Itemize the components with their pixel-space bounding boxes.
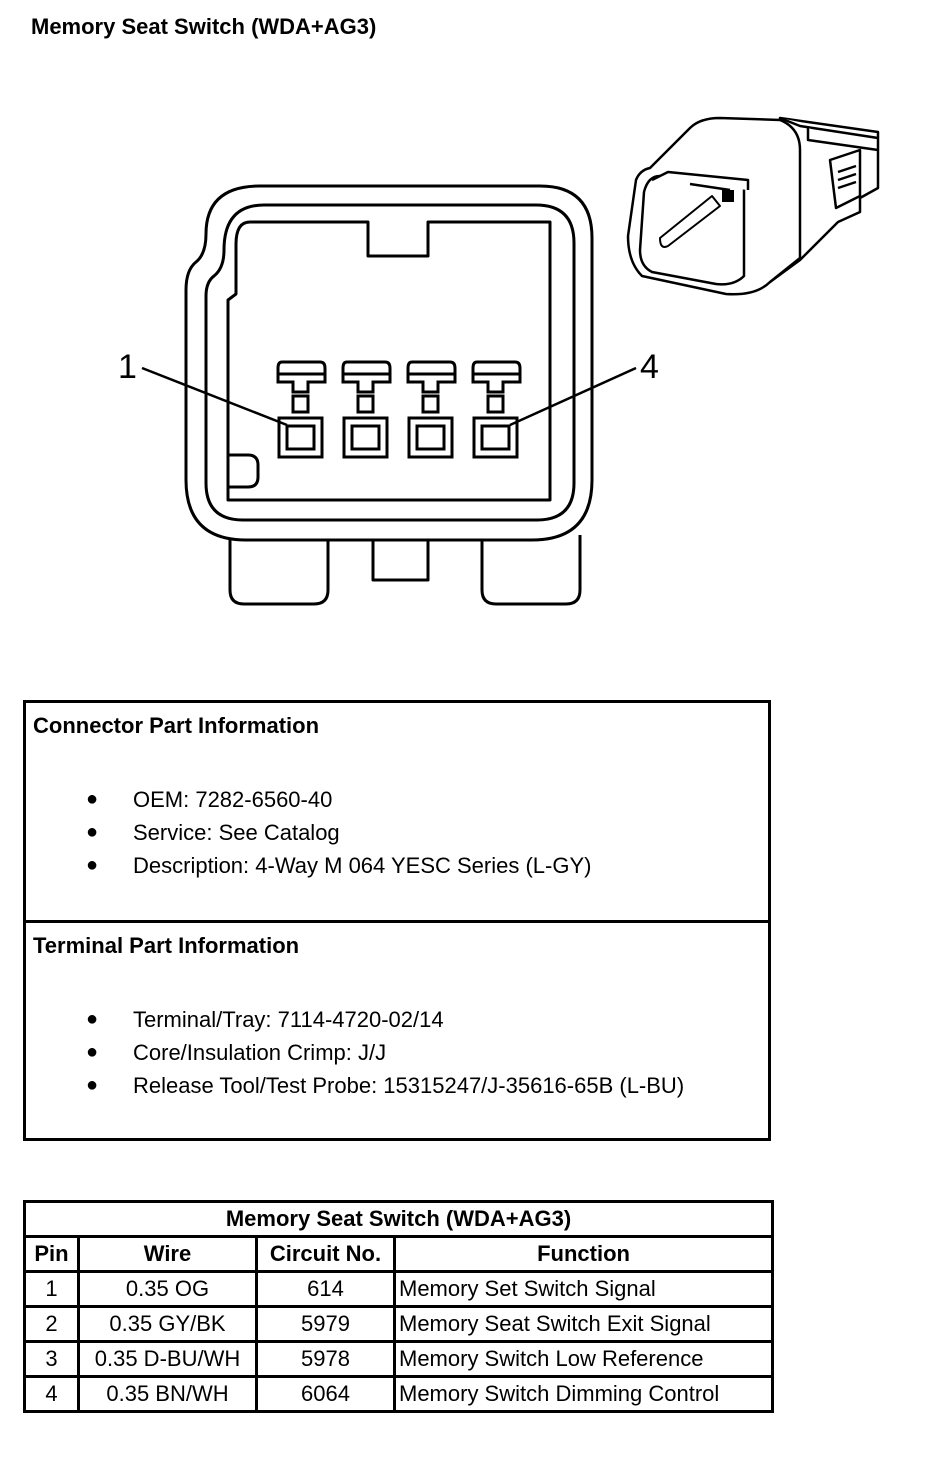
wire-cell: 0.35 GY/BK [77,1305,258,1343]
connector-diagram: 1 4 [118,116,880,606]
bullet-icon: ● [86,1074,99,1096]
wire-cell: 0.35 D-BU/WH [77,1340,258,1378]
terminal-part-information: Terminal Part Information ● Terminal/Tray… [26,923,768,1139]
connector-info-oem: OEM: 7282-6560-40 [133,787,333,812]
bullet-icon: ● [86,821,99,843]
pin-cell: 4 [23,1375,80,1413]
column-header-function: Function [392,1235,775,1273]
circuit-cell: 6064 [255,1375,396,1413]
latch-tab-right [480,535,582,606]
list-item: ● Release Tool/Test Probe: 15315247/J-356… [26,1069,684,1102]
list-item: ● Core/Insulation Crimp: J/J [26,1036,684,1069]
bullet-icon: ● [86,1041,99,1063]
connector-3d-view [626,116,880,296]
pin-label-first: 1 [118,348,137,386]
pin-table: Memory Seat Switch (WDA+AG3) Pin Wire Ci… [22,1200,775,1413]
latch-tab-left [228,535,330,606]
terminal-info-tray: Terminal/Tray: 7114-4720-02/14 [133,1007,444,1032]
column-header-pin: Pin [23,1235,80,1273]
wire-cell: 0.35 BN/WH [77,1375,258,1413]
table-row: 1 0.35 OG 614 Memory Set Switch Signal [23,1270,775,1308]
column-header-circuit: Circuit No. [255,1235,396,1273]
connector-cavity [226,220,552,502]
circuit-cell: 5978 [255,1340,396,1378]
table-row: 3 0.35 D-BU/WH 5978 Memory Switch Low Re… [23,1340,775,1378]
column-header-wire: Wire [77,1235,258,1273]
part-information-box: Connector Part Information ● OEM: 7282-65… [23,700,771,1141]
terminal-info-heading: Terminal Part Information [33,933,300,958]
terminal-3 [406,360,457,459]
connector-info-description: Description: 4-Way M 064 YESC Series (L-… [133,853,592,878]
pin-cell: 2 [23,1305,80,1343]
terminal-info-crimp: Core/Insulation Crimp: J/J [133,1040,387,1065]
pin-label-last: 4 [640,348,659,386]
table-row: 4 0.35 BN/WH 6064 Memory Switch Dimming … [23,1375,775,1413]
connector-info-heading: Connector Part Information [33,713,320,738]
list-item: ● Description: 4-Way M 064 YESC Series (L… [26,849,591,882]
function-cell: Memory Switch Dimming Control [392,1375,775,1413]
connector-info-list: ● OEM: 7282-6560-40 ● Service: See Catalog… [26,783,591,882]
leader-line-pin-1 [141,366,288,427]
pin-cell: 3 [23,1340,80,1378]
function-cell: Memory Set Switch Signal [392,1270,775,1308]
connector-info-service: Service: See Catalog [133,820,340,845]
table-row: 2 0.35 GY/BK 5979 Memory Seat Switch Exi… [23,1305,775,1343]
polarization-notch [228,453,260,489]
terminal-info-release-tool: Release Tool/Test Probe: 15315247/J-3561… [133,1073,685,1098]
list-item: ● Terminal/Tray: 7114-4720-02/14 [26,1003,684,1036]
table-caption: Memory Seat Switch (WDA+AG3) [22,1200,775,1238]
terminal-2 [341,360,392,459]
key-tab-center [371,540,430,582]
circuit-cell: 614 [255,1270,396,1308]
list-item: ● Service: See Catalog [26,816,591,849]
connector-part-information: Connector Part Information ● OEM: 7282-65… [26,703,768,923]
terminal-1 [276,360,327,459]
bullet-icon: ● [86,788,99,810]
terminal-row [276,360,522,459]
bullet-icon: ● [86,1008,99,1030]
wire-cell: 0.35 OG [77,1270,258,1308]
connector-housing-inner [204,203,576,522]
leader-line-pin-4 [509,366,637,427]
bullet-icon: ● [86,854,99,876]
function-cell: Memory Switch Low Reference [392,1340,775,1378]
circuit-cell: 5979 [255,1305,396,1343]
table-caption-row: Memory Seat Switch (WDA+AG3) [22,1200,775,1238]
table-header-row: Pin Wire Circuit No. Function [23,1235,775,1273]
terminal-info-list: ● Terminal/Tray: 7114-4720-02/14 ● Core/In… [26,1003,684,1102]
list-item: ● OEM: 7282-6560-40 [26,783,591,816]
pin-cell: 1 [23,1270,80,1308]
function-cell: Memory Seat Switch Exit Signal [392,1305,775,1343]
page-title: Memory Seat Switch (WDA+AG3) [31,14,377,39]
